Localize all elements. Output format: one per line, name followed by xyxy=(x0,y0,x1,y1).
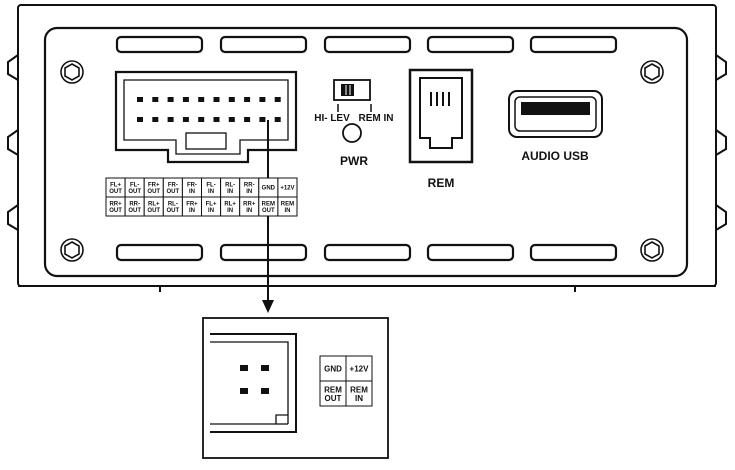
connector-pin xyxy=(259,117,266,122)
table-cell xyxy=(345,380,373,407)
table-cell-text: FL- xyxy=(130,183,139,189)
table-cell-text: FR+ xyxy=(186,202,198,208)
connector-pin xyxy=(213,97,220,102)
table-cell-text: OUT xyxy=(109,208,122,214)
table-cell-text: RL+ xyxy=(224,202,236,208)
table-cell-text: +12V xyxy=(350,364,370,373)
connector-pin xyxy=(137,97,143,102)
table-cell-text: OUT xyxy=(167,208,180,214)
input-mode-switch[interactable] xyxy=(333,79,371,101)
table-cell-text: GND xyxy=(324,364,342,373)
table-cell-text: REM xyxy=(324,385,342,394)
connector-pin xyxy=(228,97,235,102)
remote-port[interactable] xyxy=(408,68,474,164)
table-cell-text: OUT xyxy=(147,189,160,195)
pin-assignment-table: FL+OUTFL-OUTFR+OUTFR-OUTFR-INFL-INRL-INR… xyxy=(105,177,298,217)
table-cell xyxy=(277,196,298,217)
table-cell-text: IN xyxy=(189,208,195,214)
table-cell-text: OUT xyxy=(167,189,180,195)
table-cell-text: IN xyxy=(208,208,214,214)
connector-pin xyxy=(167,117,174,122)
table-cell-text: RL- xyxy=(168,202,178,208)
table-cell-text: OUT xyxy=(262,208,275,214)
screw-top-right-icon xyxy=(640,60,664,84)
table-cell-text: RR- xyxy=(129,202,140,208)
table-cell-text: RL- xyxy=(225,183,235,189)
main-harness-connector xyxy=(114,70,298,164)
table-cell-text: IN xyxy=(208,189,214,195)
table-cell-text: OUT xyxy=(147,208,160,214)
table-cell-text: RL+ xyxy=(148,202,160,208)
table-cell-text: IN xyxy=(227,208,233,214)
table-cell xyxy=(319,380,347,407)
remote-port-label: REM xyxy=(428,176,455,190)
connector-pin xyxy=(244,97,251,102)
table-cell-text: RR+ xyxy=(109,202,122,208)
connector-pin xyxy=(274,97,281,102)
table-cell-text: FR- xyxy=(168,183,178,189)
table-cell-text: IN xyxy=(284,208,290,214)
connector-pin xyxy=(213,117,220,122)
connector-pin xyxy=(182,117,189,122)
table-cell-text: OUT xyxy=(128,189,141,195)
table-cell-text: RR- xyxy=(244,183,255,189)
table-cell-text: OUT xyxy=(128,208,141,214)
faceplate xyxy=(43,26,689,278)
table-cell-text: OUT xyxy=(109,189,122,195)
connector-pin xyxy=(198,97,205,102)
connector-pin xyxy=(137,117,143,122)
connector-pin xyxy=(167,97,174,102)
table-cell-text: IN xyxy=(246,189,252,195)
table-cell-text: +12V xyxy=(280,186,294,192)
table-cell-text: FL+ xyxy=(110,183,121,189)
screw-top-left-icon xyxy=(60,60,84,84)
screw-bottom-right-icon xyxy=(640,238,664,262)
table-cell-text: IN xyxy=(355,394,363,403)
power-led xyxy=(342,123,362,143)
table-cell-text: FL- xyxy=(206,183,215,189)
vent-slots-top xyxy=(115,35,618,54)
power-label: PWR xyxy=(340,154,368,168)
connector-pin xyxy=(152,97,159,102)
connector-pin xyxy=(182,97,189,102)
table-cell-text: RR+ xyxy=(243,202,256,208)
connector-pin xyxy=(274,117,281,122)
table-cell-text: OUT xyxy=(325,394,342,403)
usb-port[interactable] xyxy=(508,90,603,138)
table-cell-text: IN xyxy=(189,189,195,195)
table-cell-text: REM xyxy=(262,202,275,208)
vent-slots-bottom xyxy=(115,243,618,262)
table-cell-text: FL+ xyxy=(206,202,217,208)
table-cell-text: REM xyxy=(350,385,368,394)
table-cell-text: IN xyxy=(227,189,233,195)
connector-pin xyxy=(259,97,266,102)
detail-pins xyxy=(240,365,269,394)
switch-label-right: REM IN xyxy=(359,113,394,124)
usb-port-label: AUDIO USB xyxy=(521,149,589,163)
table-cell-text: FR- xyxy=(187,183,197,189)
connector-pin xyxy=(198,117,205,122)
enclosure xyxy=(7,4,727,292)
table-cell-text: REM xyxy=(281,202,294,208)
table-cell-text: GND xyxy=(262,186,276,192)
connector-pin-grid xyxy=(137,97,281,122)
table-cell-text: FR+ xyxy=(148,183,160,189)
switch-label-left: HI- LEV xyxy=(314,113,350,124)
screw-bottom-left-icon xyxy=(60,238,84,262)
connector-pin xyxy=(152,117,159,122)
connector-pin xyxy=(244,117,251,122)
table-cell-text: IN xyxy=(246,208,252,214)
connector-pin xyxy=(228,117,235,122)
